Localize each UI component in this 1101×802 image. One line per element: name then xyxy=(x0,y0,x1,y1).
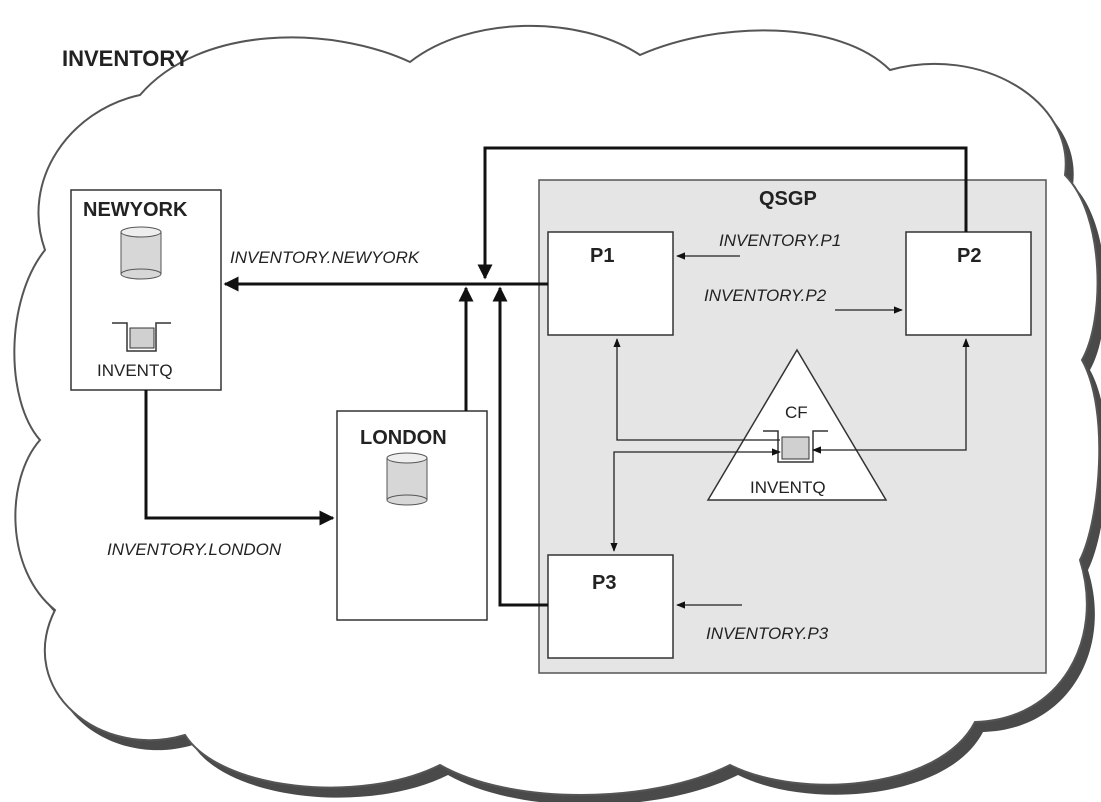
qsgp-label: QSGP xyxy=(759,188,817,210)
channel-connectors xyxy=(144,146,968,607)
newyork-label: NEWYORK xyxy=(83,199,188,221)
p2-to-junction-channel xyxy=(477,146,968,280)
cf-connections xyxy=(610,338,970,552)
london-qmgr-box xyxy=(336,410,488,621)
cf-queue-label: INVENTQ xyxy=(750,478,826,497)
channel-label-inventory-london: INVENTORY.LONDON xyxy=(107,540,282,559)
p3-label: P3 xyxy=(592,572,616,594)
p3-cf-link xyxy=(610,448,781,552)
newyork-queue-icon xyxy=(112,322,171,352)
channel-label-inventory-p2: INVENTORY.P2 xyxy=(704,286,827,305)
p3-qmgr-box xyxy=(547,554,674,659)
channel-label-inventory-newyork: INVENTORY.NEWYORK xyxy=(230,248,420,267)
p1-cf-link xyxy=(613,338,780,441)
cf-label: CF xyxy=(785,403,808,422)
diagram-title: INVENTORY xyxy=(62,46,189,71)
channel-label-inventory-p3: INVENTORY.P3 xyxy=(706,624,829,643)
london-database-icon xyxy=(386,452,428,506)
p3-to-junction-channel xyxy=(492,286,548,607)
p2-cf-link xyxy=(812,338,970,454)
inbound-channel-arrows xyxy=(676,252,903,609)
newyork-qmgr-box xyxy=(70,189,222,391)
p2-label: P2 xyxy=(957,245,981,267)
p1-label: P1 xyxy=(590,245,614,267)
newyork-to-london-channel xyxy=(144,390,335,526)
channel-label-inventory-p1: INVENTORY.P1 xyxy=(719,231,841,250)
newyork-queue-label: INVENTQ xyxy=(97,361,173,380)
newyork-database-icon xyxy=(120,226,162,280)
p2-qmgr-box xyxy=(905,231,1032,336)
london-label: LONDON xyxy=(360,427,447,449)
